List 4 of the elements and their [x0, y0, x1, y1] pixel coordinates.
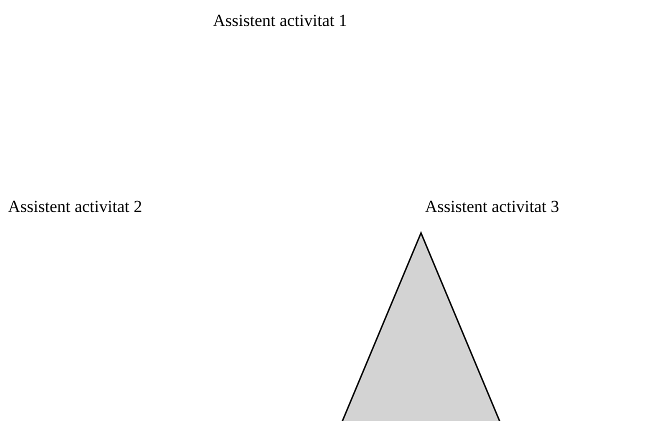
text-label: Assistent activitat 2 [8, 197, 142, 217]
text-label: Assistent activitat 1 [213, 11, 348, 31]
triangle-shape [340, 231, 502, 421]
text-label: Assistent activitat 3 [425, 197, 560, 217]
